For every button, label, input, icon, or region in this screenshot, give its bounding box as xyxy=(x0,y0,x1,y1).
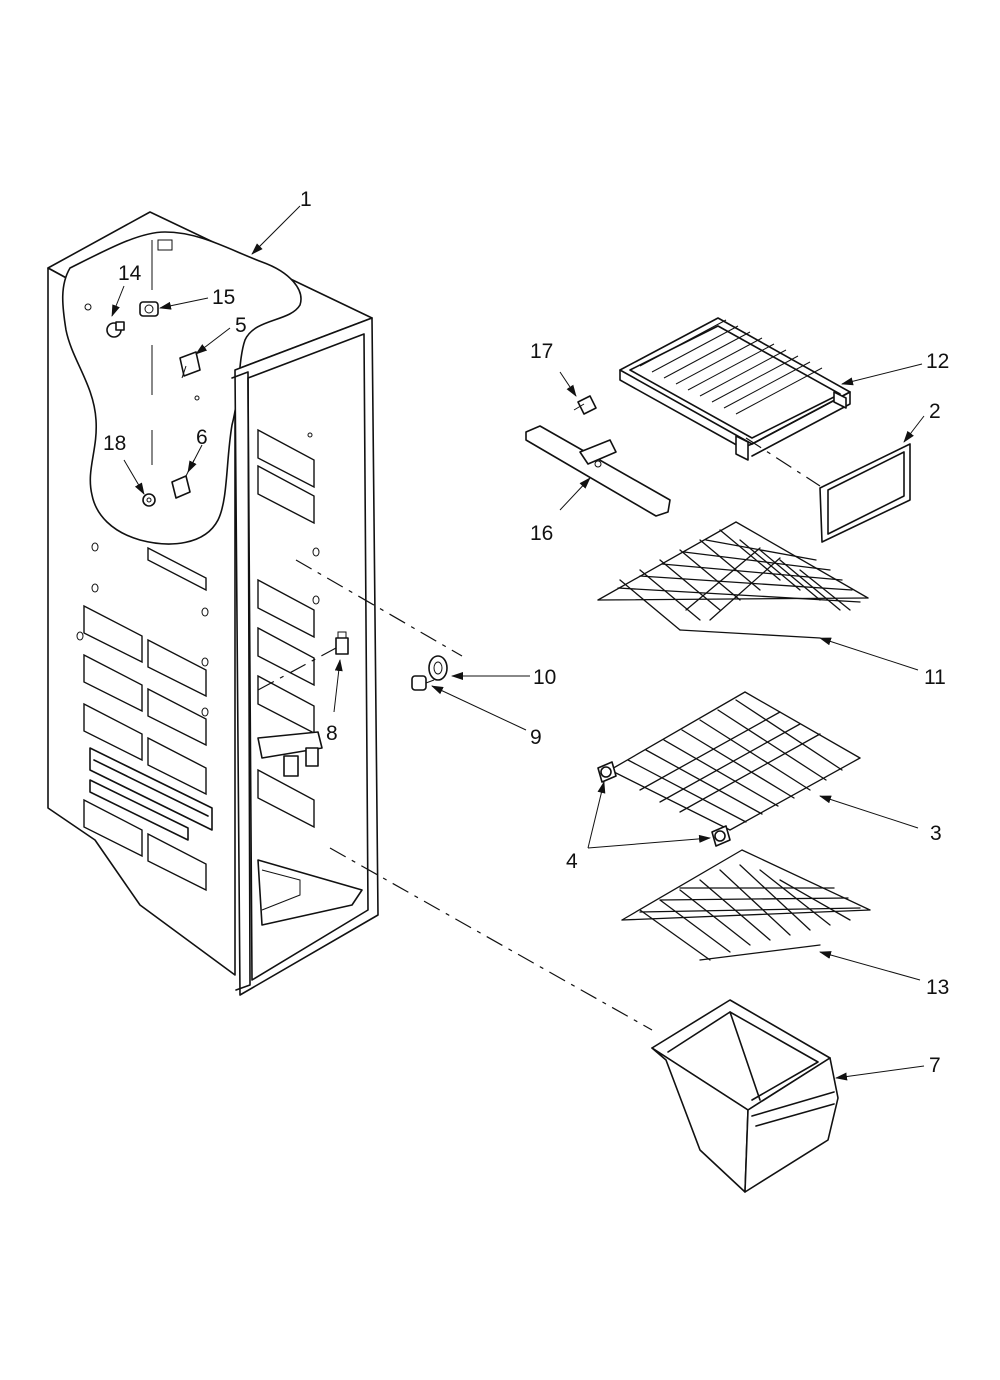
callout-17: 17 xyxy=(530,340,553,363)
callout-3: 3 xyxy=(930,822,942,845)
wire-shelf-13 xyxy=(621,849,871,961)
wire-shelf-3 xyxy=(609,691,861,831)
clip-8 xyxy=(335,631,349,655)
light-bulb-14 xyxy=(106,321,125,338)
callout-4: 4 xyxy=(566,850,578,873)
shelf-support-4a xyxy=(597,761,617,783)
freezer-liner xyxy=(47,211,379,996)
callout-6: 6 xyxy=(196,426,208,449)
switch-5 xyxy=(179,351,201,379)
cap-10 xyxy=(428,655,448,681)
cover-panel-2 xyxy=(819,443,911,543)
callout-1: 1 xyxy=(300,188,312,211)
callout-9: 9 xyxy=(530,726,542,749)
light-socket-15 xyxy=(139,301,159,317)
callout-2: 2 xyxy=(929,400,941,423)
callout-labels: 1 2 3 4 5 6 7 8 9 10 11 12 13 14 15 16 1… xyxy=(103,188,949,1077)
assembly-lines xyxy=(257,437,821,1031)
fastener-18 xyxy=(142,493,156,507)
callout-10: 10 xyxy=(533,666,556,689)
bracket-16 xyxy=(525,425,671,517)
callout-8: 8 xyxy=(326,722,338,745)
drawer-bin-7 xyxy=(651,999,839,1193)
callout-7: 7 xyxy=(929,1054,941,1077)
shelf-frame-12 xyxy=(619,317,851,461)
wire-shelf-11 xyxy=(597,521,869,639)
callout-5: 5 xyxy=(235,314,247,337)
screw-17 xyxy=(573,395,597,415)
fastener-9 xyxy=(411,675,435,691)
shelf-support-4b xyxy=(711,825,731,847)
leader-lines xyxy=(111,205,925,1081)
callout-15: 15 xyxy=(212,286,235,309)
callout-14: 14 xyxy=(118,262,142,285)
callout-11: 11 xyxy=(924,666,946,689)
callout-13: 13 xyxy=(926,976,949,999)
callout-18: 18 xyxy=(103,432,126,455)
callout-16: 16 xyxy=(530,522,553,545)
callout-12: 12 xyxy=(926,350,949,373)
